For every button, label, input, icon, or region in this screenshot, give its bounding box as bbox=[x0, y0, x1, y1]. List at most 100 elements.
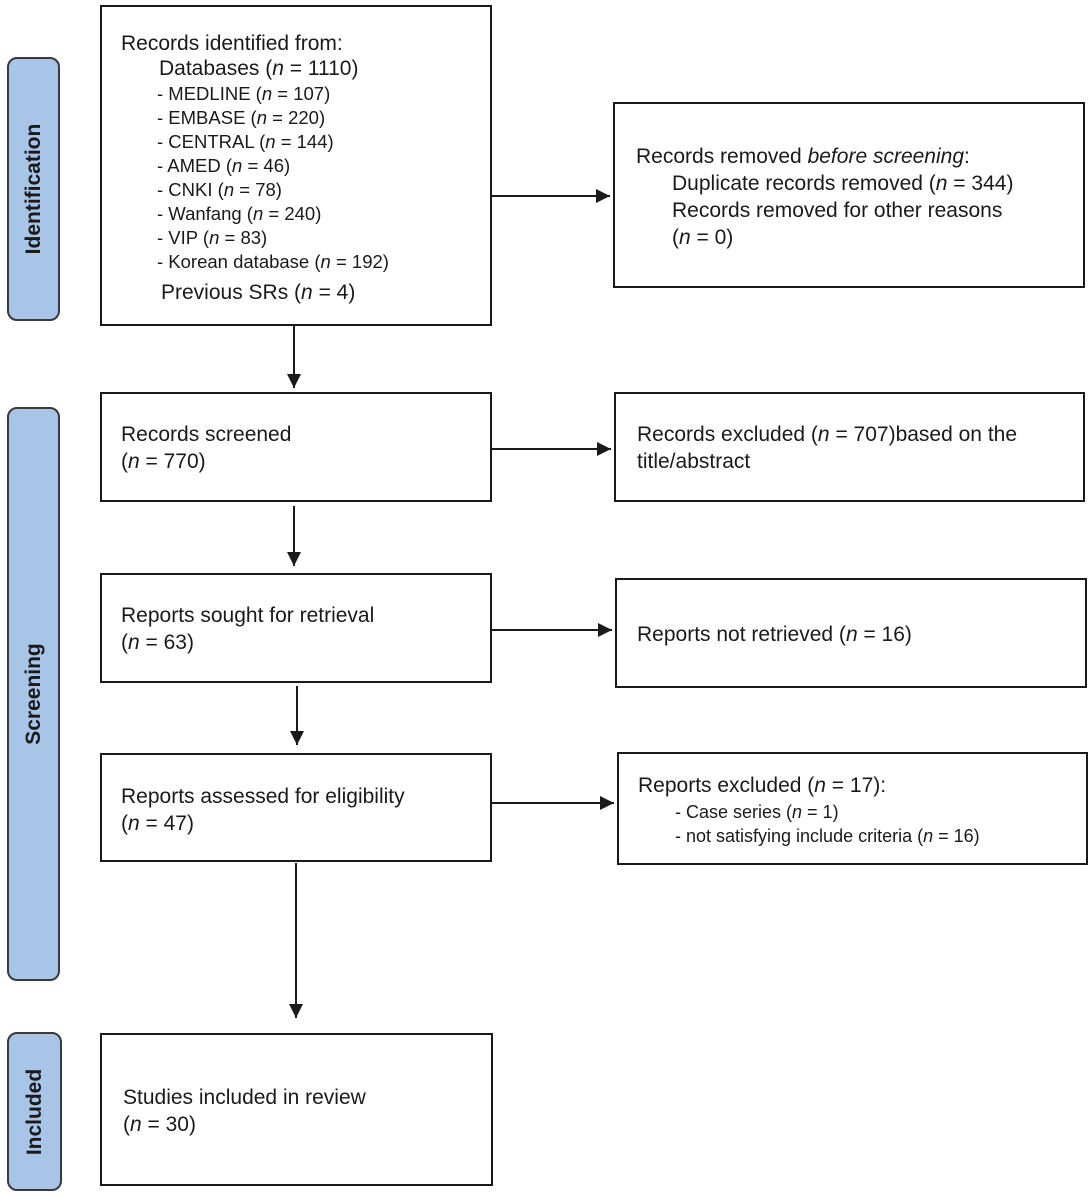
stage-identification: Identification bbox=[7, 57, 60, 321]
italic-text: n bbox=[128, 450, 140, 473]
reports-excluded-box: Reports excluded (n = 17): - Case series… bbox=[617, 752, 1088, 865]
reports-not-retrieved-box: Reports not retrieved (n = 16) bbox=[615, 578, 1087, 688]
text-segment: Records screened bbox=[121, 423, 292, 446]
text-segment: - CNKI ( bbox=[157, 179, 224, 200]
text-segment: = 30) bbox=[141, 1113, 196, 1136]
text-segment: Studies included in review bbox=[123, 1086, 366, 1109]
text-segment: - Case series ( bbox=[675, 802, 793, 822]
text-segment: = 17): bbox=[825, 774, 887, 797]
stage-included: Included bbox=[7, 1032, 62, 1191]
stage-screening-label: Screening bbox=[21, 643, 45, 745]
text-segment: Duplicate records removed ( bbox=[672, 172, 936, 195]
text-segment: - Korean database ( bbox=[157, 251, 321, 272]
records-removed-box: Records removed before screening: Duplic… bbox=[613, 102, 1085, 288]
box-line: - CNKI (n = 78) bbox=[157, 179, 282, 201]
box-line: Reports excluded (n = 17): bbox=[638, 774, 886, 798]
text-segment: = 47) bbox=[139, 812, 194, 835]
text-segment: - CENTRAL ( bbox=[157, 131, 266, 152]
italic-text: n bbox=[320, 251, 331, 272]
text-segment: Records excluded ( bbox=[637, 423, 818, 446]
text-segment: = 770) bbox=[139, 450, 206, 473]
italic-text: n bbox=[923, 826, 934, 846]
text-segment: = 78) bbox=[234, 179, 282, 200]
text-segment: Records identified from: bbox=[121, 32, 343, 55]
text-segment: = 1) bbox=[802, 802, 839, 822]
box-line: (n = 47) bbox=[121, 812, 194, 836]
text-segment: = 83) bbox=[219, 227, 268, 248]
text-segment: - AMED ( bbox=[157, 155, 233, 176]
text-segment: = 1110) bbox=[283, 57, 359, 80]
text-segment: = 16) bbox=[857, 623, 912, 646]
box-line: - VIP (n = 83) bbox=[157, 227, 267, 249]
text-segment: ( bbox=[121, 631, 128, 654]
box-line: - MEDLINE (n = 107) bbox=[157, 83, 330, 105]
box-line: Reports not retrieved (n = 16) bbox=[637, 623, 912, 647]
italic-text: n bbox=[265, 131, 276, 152]
italic-text: n bbox=[261, 83, 273, 104]
italic-text: n bbox=[679, 226, 691, 249]
text-segment: = 63) bbox=[139, 631, 194, 654]
box-line: Records removed before screening: bbox=[636, 145, 970, 169]
text-segment: Previous SRs ( bbox=[161, 281, 302, 304]
text-segment: Reports not retrieved ( bbox=[637, 623, 846, 646]
box-line: (n = 770) bbox=[121, 450, 206, 474]
text-segment: = 0) bbox=[690, 226, 734, 249]
text-segment: Records removed bbox=[636, 145, 808, 168]
text-segment: - MEDLINE ( bbox=[157, 83, 262, 104]
text-segment: = 240) bbox=[263, 203, 322, 224]
text-segment: ( bbox=[121, 450, 128, 473]
box-line: Duplicate records removed (n = 344) bbox=[672, 172, 1013, 196]
box-line: Records screened bbox=[121, 423, 291, 447]
text-segment: Records removed for other reasons bbox=[672, 199, 1003, 222]
text-segment: = 46) bbox=[242, 155, 291, 176]
records-screened-box: Records screened (n = 770) bbox=[100, 392, 492, 502]
text-segment: = 4) bbox=[312, 281, 356, 304]
box-line: Previous SRs (n = 4) bbox=[161, 281, 355, 305]
box-line: Reports sought for retrieval bbox=[121, 604, 374, 628]
stage-screening: Screening bbox=[7, 407, 60, 981]
box-line: Databases (n = 1110) bbox=[159, 57, 358, 81]
stage-included-label: Included bbox=[22, 1068, 46, 1155]
italic-text: n bbox=[130, 1113, 142, 1136]
text-segment: : bbox=[964, 145, 970, 168]
italic-text: n bbox=[209, 227, 220, 248]
text-segment: = 144) bbox=[275, 131, 334, 152]
box-line: - Korean database (n = 192) bbox=[157, 251, 389, 273]
box-line: Records removed for other reasons bbox=[672, 199, 1002, 223]
records-excluded-box: Records excluded (n = 707)based on the t… bbox=[614, 392, 1085, 502]
text-segment: - Wanfang ( bbox=[157, 203, 253, 224]
box-line: (n = 63) bbox=[121, 631, 194, 655]
box-line: Studies included in review bbox=[123, 1086, 366, 1110]
italic-text: n bbox=[301, 281, 313, 304]
box-line: (n = 0) bbox=[672, 226, 733, 250]
text-segment: Reports assessed for eligibility bbox=[121, 785, 405, 808]
text-segment: = 107) bbox=[272, 83, 331, 104]
reports-sought-box: Reports sought for retrieval (n = 63) bbox=[100, 573, 492, 683]
studies-included-box: Studies included in review (n = 30) bbox=[100, 1033, 493, 1186]
box-line: Records excluded (n = 707)based on the bbox=[637, 423, 1017, 447]
text-segment: title/abstract bbox=[637, 450, 751, 473]
text-segment: - EMBASE ( bbox=[157, 107, 257, 128]
italic-text: n bbox=[272, 57, 284, 80]
box-line: (n = 30) bbox=[123, 1113, 196, 1137]
box-line: - not satisfying include criteria (n = 1… bbox=[675, 825, 980, 847]
text-segment: Reports excluded ( bbox=[638, 774, 815, 797]
reports-assessed-box: Reports assessed for eligibility (n = 47… bbox=[100, 753, 492, 862]
italic-text: n bbox=[792, 802, 803, 822]
text-segment: = 220) bbox=[267, 107, 326, 128]
stage-identification-label: Identification bbox=[21, 123, 45, 255]
text-segment: - VIP ( bbox=[157, 227, 210, 248]
text-segment: = 192) bbox=[330, 251, 389, 272]
text-segment: - not satisfying include criteria ( bbox=[675, 826, 924, 846]
text-segment: ( bbox=[672, 226, 679, 249]
italic-text: n bbox=[845, 623, 858, 646]
text-segment: = 707)based on the bbox=[829, 423, 1018, 446]
text-segment: Databases ( bbox=[159, 57, 273, 80]
text-segment: Reports sought for retrieval bbox=[121, 604, 375, 627]
italic-text: n bbox=[817, 423, 830, 446]
text-segment: ( bbox=[123, 1113, 130, 1136]
box-line: - Case series (n = 1) bbox=[675, 801, 839, 823]
text-segment: = 16) bbox=[933, 826, 980, 846]
box-line: - CENTRAL (n = 144) bbox=[157, 131, 334, 153]
